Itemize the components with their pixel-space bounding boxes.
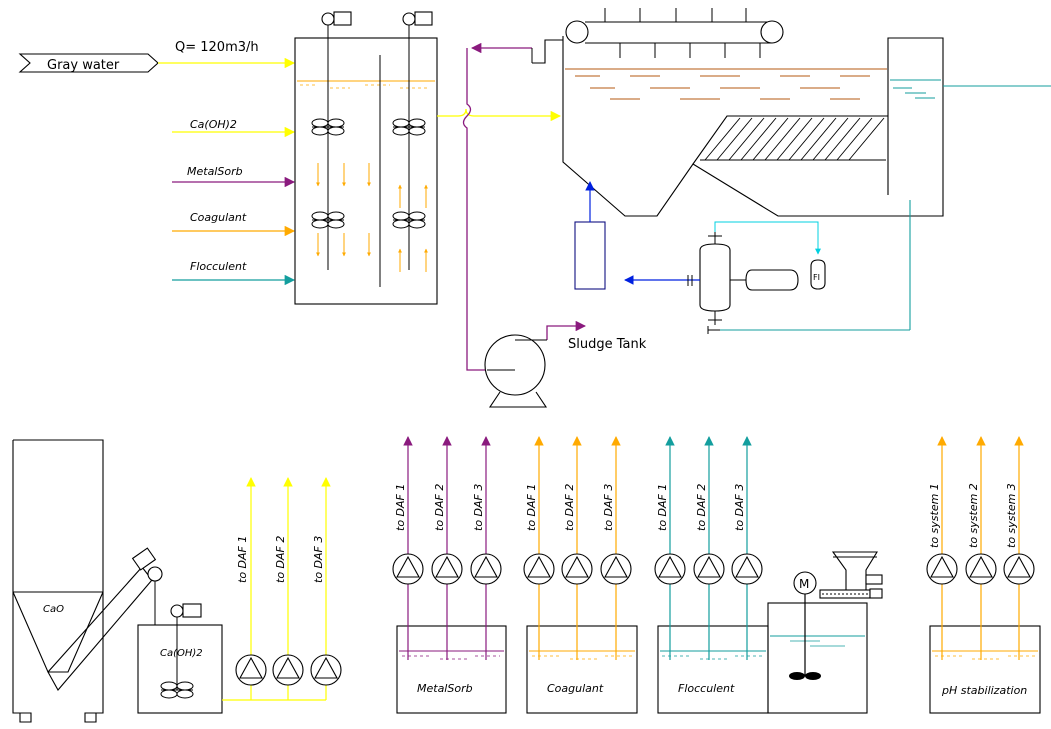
flow-rate-label: Q= 120m3/h [175,40,259,55]
flocculent-tank-label: Flocculent [678,682,735,695]
fi-label: FI [813,273,820,282]
flocculent-target-2: to DAF 2 [695,484,708,531]
caoh2-tank-label: Ca(OH)2 [160,648,203,659]
lime-silo: CaO [12,439,163,723]
flocculent-station: Flocculent to DAF 1 to DAF 2 to DAF 3 M [654,436,883,714]
flocculent-target-3: to DAF 3 [733,484,746,531]
coagulant-target-3: to DAF 3 [602,484,615,531]
lime-target-1: to DAF 1 [236,536,249,583]
metalsorb-target-3: to DAF 3 [472,484,485,531]
reaction-tank [294,11,438,305]
metalsorb-tank-label: MetalSorb [417,682,473,695]
lime-target-2: to DAF 2 [274,536,287,583]
ph-stabilization-station: pH stabilization to system 1 to system 2… [926,436,1041,714]
metalsorb-station: MetalSorb to DAF 1 to DAF 2 to DAF 3 [392,436,507,714]
flocculent-target-1: to DAF 1 [656,484,669,531]
flocculent-feed-label: Flocculent [190,260,247,273]
metalsorb-target-1: to DAF 1 [394,484,407,531]
lime-dosing-pumps: to DAF 1 to DAF 2 to DAF 3 [222,477,342,701]
motor-label: M [799,577,809,591]
coagulant-feed-label: Coagulant [190,211,247,224]
lime-target-3: to DAF 3 [312,536,325,583]
sludge-tank-label: Sludge Tank [568,337,647,352]
daf-unit [532,8,1051,217]
caoh2-feed-label: Ca(OH)2 [190,118,237,131]
recycle-loop: FI [574,181,911,334]
gray-water-inlet: Gray water [18,53,159,73]
metalsorb-target-2: to DAF 2 [433,484,446,531]
coagulant-tank-label: Coagulant [547,682,604,695]
sludge-line [462,42,587,371]
coagulant-target-2: to DAF 2 [563,484,576,531]
coagulant-station: Coagulant to DAF 1 to DAF 2 to DAF 3 [523,436,638,714]
ph-target-2: to system 2 [967,483,980,548]
cao-label: CaO [43,604,64,615]
ph-tank-label: pH stabilization [941,684,1027,697]
caoh2-tank: Ca(OH)2 [137,603,223,714]
reactor-to-daf-line [437,108,562,122]
coagulant-target-1: to DAF 1 [525,484,538,531]
gray-water-label: Gray water [47,58,120,73]
ph-target-3: to system 3 [1005,483,1018,548]
reactor-feeds: Ca(OH)2 MetalSorb Coagulant Flocculent [172,118,296,286]
sludge-pump [484,334,548,408]
ph-target-1: to system 1 [928,483,941,548]
metalsorb-feed-label: MetalSorb [187,165,243,178]
